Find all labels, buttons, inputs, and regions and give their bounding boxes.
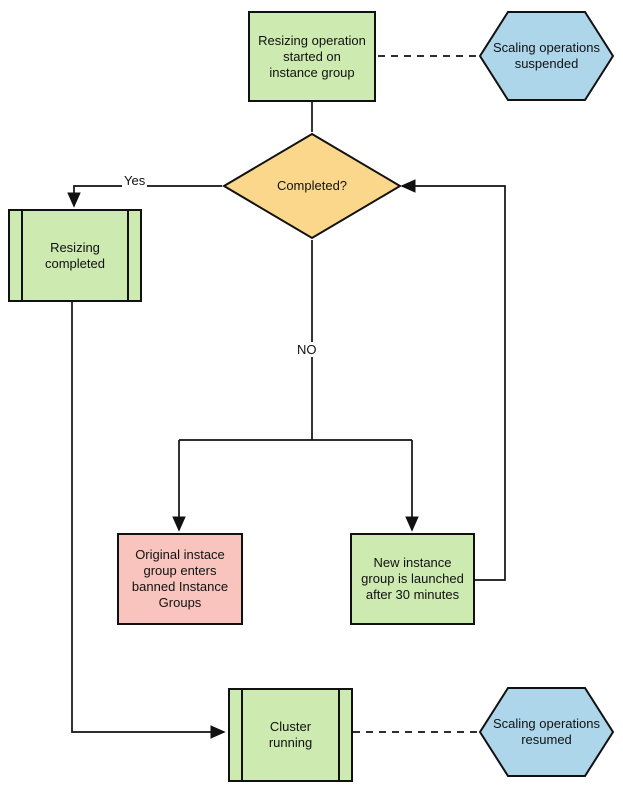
- node-resizing-completed-label: Resizing completed: [45, 239, 105, 271]
- hexagon-shape-suspended: [478, 11, 615, 101]
- node-completed-decision[interactable]: Completed?: [222, 132, 402, 240]
- predefined-process-left-bar: [21, 211, 23, 300]
- node-resizing-operation-started-label: Resizing operation started on instance g…: [258, 32, 366, 80]
- node-scaling-operations-suspended[interactable]: Scaling operations suspended: [478, 10, 615, 102]
- edge-relaunch-to-decision-loop: [400, 179, 506, 581]
- edge-label-no: NO: [295, 342, 319, 357]
- node-resizing-operation-started[interactable]: Resizing operation started on instance g…: [248, 11, 376, 102]
- diamond-shape-completed: [222, 132, 402, 240]
- edge-resizing-completed-to-cluster-running: [71, 302, 226, 739]
- node-scaling-operations-resumed[interactable]: Scaling operations resumed: [478, 686, 615, 778]
- node-resizing-completed[interactable]: Resizing completed: [8, 209, 142, 302]
- node-new-instance-group-launched[interactable]: New instance group is launched after 30 …: [350, 533, 475, 625]
- node-cluster-running[interactable]: Cluster running: [228, 688, 353, 782]
- node-banned-instance-groups-label: Original instace group enters banned Ins…: [131, 547, 229, 610]
- hexagon-shape-resumed: [478, 687, 615, 777]
- predefined-process-right-bar: [338, 690, 340, 780]
- node-new-instance-group-launched-label: New instance group is launched after 30 …: [361, 555, 464, 602]
- edge-decision-yes-to-resizing-completed: [67, 185, 222, 208]
- predefined-process-left-bar: [241, 690, 243, 780]
- node-cluster-running-label: Cluster running: [268, 719, 313, 750]
- node-banned-instance-groups[interactable]: Original instace group enters banned Ins…: [117, 533, 243, 625]
- edge-label-yes: Yes: [122, 173, 148, 188]
- predefined-process-right-bar: [127, 211, 129, 300]
